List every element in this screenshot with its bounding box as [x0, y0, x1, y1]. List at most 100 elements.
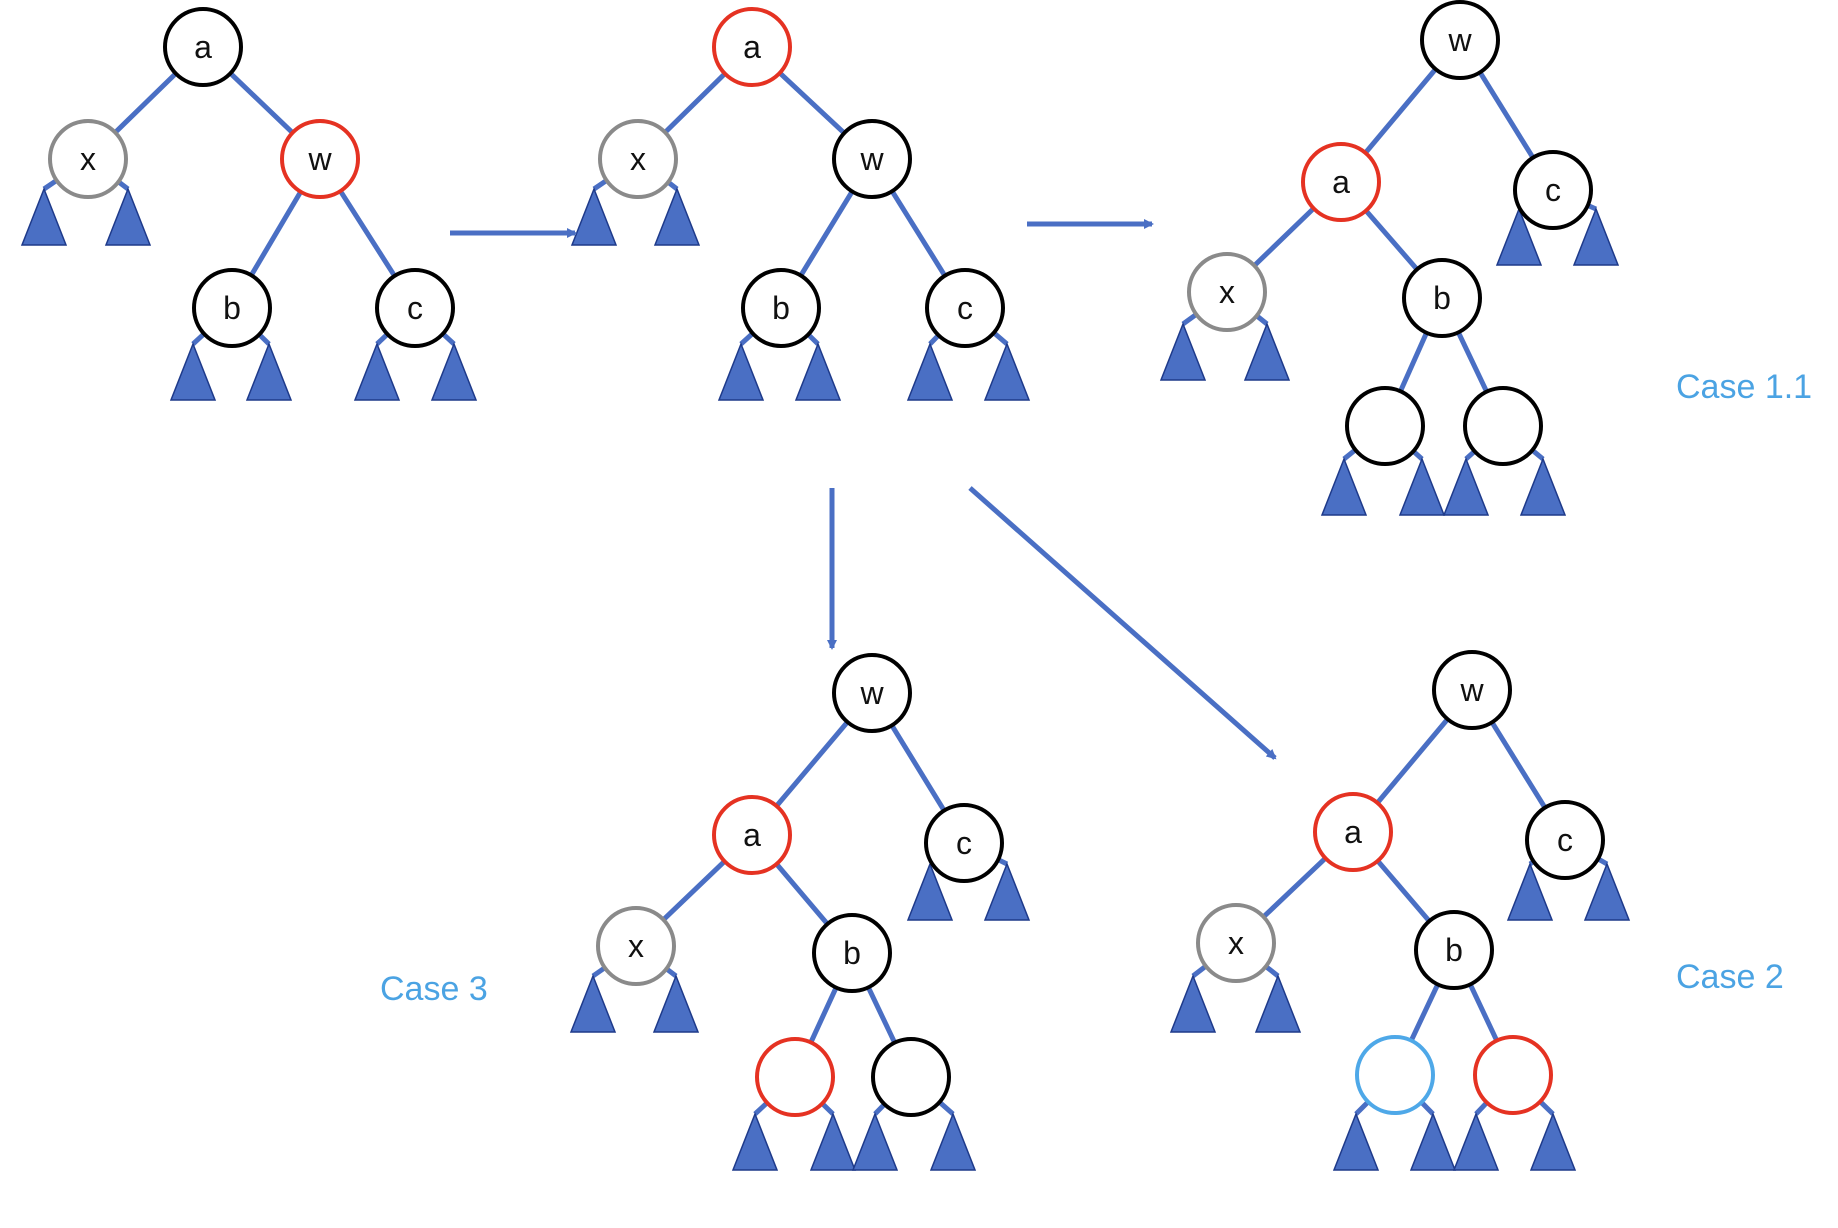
node-label: a — [1344, 814, 1362, 850]
subtree-edge — [928, 333, 941, 346]
edge-w-c — [889, 189, 948, 278]
tree-initial-subtrees — [20, 186, 478, 401]
subtree-triangle — [929, 1111, 977, 1171]
subtree-edge — [1255, 313, 1269, 326]
node-circle — [1301, 142, 1381, 222]
edge-a-x — [1252, 206, 1316, 268]
subtree-triangle — [1332, 1111, 1380, 1171]
subtree-triangle — [169, 341, 217, 401]
node-circle — [755, 1037, 835, 1117]
subtree-edge — [1181, 312, 1198, 327]
subtree-triangle — [653, 186, 701, 246]
subtree-triangle — [1254, 973, 1302, 1033]
node-circle — [924, 803, 1004, 883]
node-b-black: b — [1414, 910, 1494, 990]
node-label: b — [843, 935, 861, 971]
subtree-edge — [806, 332, 820, 346]
tree-case-1-1-subtrees — [1159, 206, 1620, 516]
node-w-red: w — [280, 119, 360, 199]
case-3-label: Case 3 — [380, 970, 488, 1008]
edge-b-bl — [1398, 331, 1429, 393]
subtree-triangle — [1572, 206, 1620, 266]
subtree-triangle — [1409, 1111, 1457, 1171]
node-label: a — [743, 29, 761, 65]
subtree-triangle — [983, 861, 1031, 921]
subtree-triangle — [1452, 1111, 1500, 1171]
node-label: x — [628, 928, 644, 964]
node-a-red: a — [1301, 142, 1381, 222]
node-b-black: b — [741, 268, 821, 348]
subtree-edge — [375, 332, 390, 346]
edge-a-b — [774, 862, 830, 926]
node-w-black: w — [1420, 0, 1500, 80]
node-circle — [280, 119, 360, 199]
edge-b-bl — [1408, 983, 1441, 1042]
node-b-black: b — [812, 913, 892, 993]
node-child-red — [1473, 1035, 1553, 1115]
node-circle — [1463, 386, 1543, 466]
node-circle — [1414, 910, 1494, 990]
node-x-gray: x — [596, 906, 676, 986]
node-label: c — [957, 290, 973, 326]
edge-w-c — [1477, 70, 1536, 160]
subtree-triangle — [1519, 456, 1567, 516]
node-x-gray: x — [1187, 252, 1267, 332]
node-circle — [1420, 0, 1500, 80]
subtree-edge — [1530, 448, 1545, 461]
tree-case-3-edges — [591, 720, 1009, 1116]
node-label: b — [772, 290, 790, 326]
node-label: x — [1219, 274, 1235, 310]
node-child-black — [871, 1037, 951, 1117]
node-label: c — [1545, 172, 1561, 208]
tree-after-recolor-subtrees — [570, 186, 1031, 401]
node-w-black: w — [832, 653, 912, 733]
transition-arrows — [450, 219, 1277, 760]
edge-a-w — [778, 71, 846, 135]
node-label: x — [1228, 925, 1244, 961]
node-label: c — [956, 825, 972, 861]
edge-a-x — [663, 71, 727, 135]
node-circle — [598, 119, 678, 199]
subtree-triangle — [430, 341, 478, 401]
subtree-triangle — [104, 186, 152, 246]
edge-w-a — [774, 720, 850, 808]
edge-a-b — [1375, 859, 1432, 923]
edge-w-c — [889, 724, 947, 812]
node-c-black: c — [375, 268, 455, 348]
node-circle — [1432, 650, 1512, 730]
subtree-triangle — [20, 186, 68, 246]
subtree-edge — [753, 1100, 769, 1116]
edge-a-x — [113, 71, 178, 135]
subtree-triangle — [983, 341, 1031, 401]
edge-a-x — [1261, 856, 1328, 919]
subtree-triangle — [1529, 1111, 1577, 1171]
node-circle — [375, 268, 455, 348]
node-circle — [712, 795, 792, 875]
node-circle — [741, 268, 821, 348]
node-label: a — [194, 29, 212, 65]
node-circle — [871, 1037, 951, 1117]
node-label: a — [743, 817, 761, 853]
node-circle — [812, 913, 892, 993]
tree-case-3-subtrees — [569, 861, 1031, 1171]
case-1-1-label: Case 1.1 — [1676, 368, 1812, 406]
edge-a-w — [228, 71, 295, 135]
node-label: w — [859, 675, 884, 711]
subtree-edge — [441, 331, 456, 346]
node-b-black: b — [1402, 258, 1482, 338]
subtree-edge — [820, 1101, 835, 1116]
node-circle — [1402, 258, 1482, 338]
node-circle — [48, 119, 128, 199]
edge-b-br — [1467, 983, 1500, 1042]
node-label: c — [407, 290, 423, 326]
subtree-edge — [257, 332, 271, 346]
node-label: b — [1433, 280, 1451, 316]
subtree-edge — [1354, 1100, 1370, 1116]
node-a-red: a — [712, 7, 792, 87]
subtree-triangle — [1506, 861, 1554, 921]
subtree-triangle — [652, 973, 700, 1033]
node-label: w — [1447, 22, 1472, 58]
edge-w-a — [1375, 717, 1450, 805]
node-circle — [1196, 903, 1276, 983]
